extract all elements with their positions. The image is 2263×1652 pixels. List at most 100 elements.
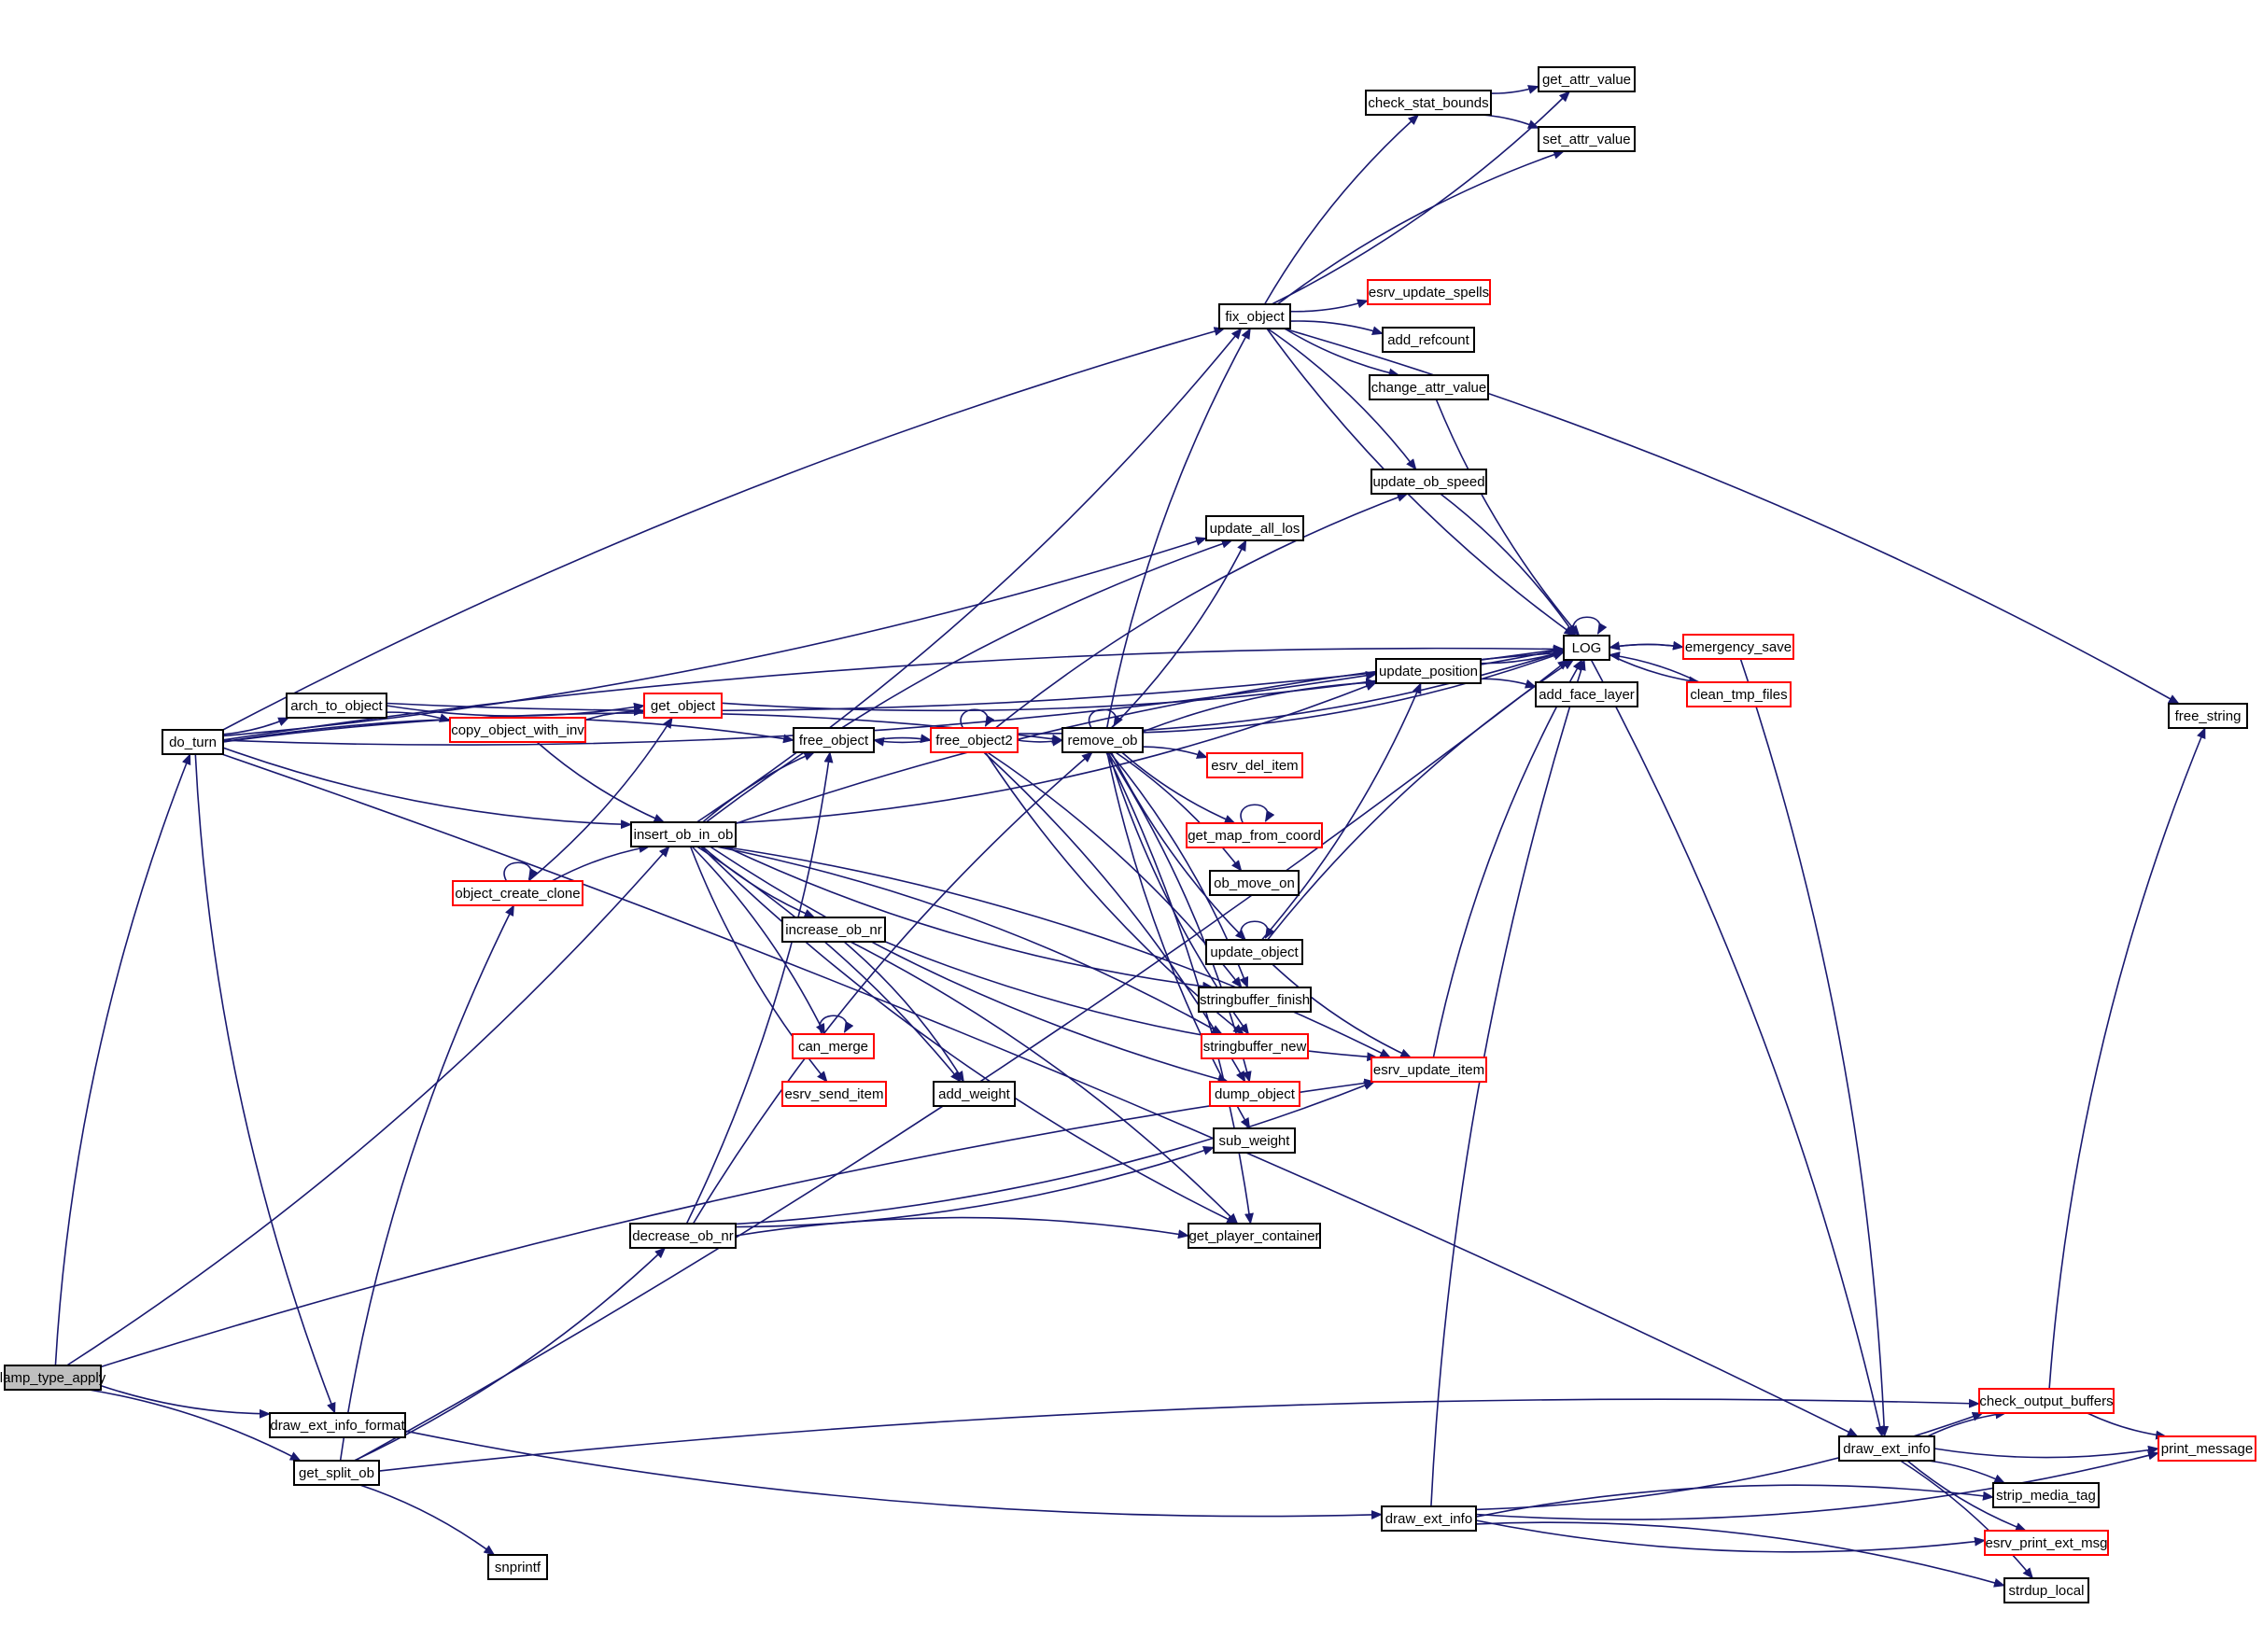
node-get-attr-value[interactable]: get_attr_value: [1538, 66, 1636, 92]
node-esrv-update-spells[interactable]: esrv_update_spells: [1367, 279, 1491, 305]
node-box[interactable]: [643, 693, 723, 719]
node-check-stat-bounds[interactable]: check_stat_bounds: [1365, 90, 1492, 116]
node-fix-object[interactable]: fix_object: [1218, 303, 1291, 329]
node-box[interactable]: [1992, 1482, 2100, 1508]
node-box[interactable]: [162, 729, 224, 755]
node-box[interactable]: [1213, 1127, 1296, 1154]
node-box[interactable]: [933, 1081, 1016, 1107]
node-box[interactable]: [2158, 1435, 2256, 1462]
node-draw-ext-info-lower[interactable]: draw_ext_info: [1381, 1505, 1477, 1532]
node-box[interactable]: [1209, 870, 1300, 896]
node-box[interactable]: [286, 693, 387, 719]
node-box[interactable]: [1188, 1223, 1321, 1249]
node-update-all-los[interactable]: update_all_los: [1205, 515, 1304, 541]
node-get-player-container[interactable]: get_player_container: [1188, 1223, 1321, 1249]
node-box[interactable]: [793, 727, 875, 753]
node-box[interactable]: [1686, 681, 1792, 707]
node-esrv-del-item[interactable]: esrv_del_item: [1206, 752, 1303, 778]
node-box[interactable]: [1538, 126, 1636, 152]
node-box[interactable]: [1206, 752, 1303, 778]
node-copy-object-with-inv[interactable]: copy_object_with_inv: [449, 717, 586, 743]
node-increase-ob-nr[interactable]: increase_ob_nr: [781, 917, 886, 943]
node-box[interactable]: [1198, 987, 1312, 1013]
node-sub-weight[interactable]: sub_weight: [1213, 1127, 1296, 1154]
node-box[interactable]: [1061, 727, 1144, 753]
node-box[interactable]: [1381, 1505, 1477, 1532]
node-box[interactable]: [1186, 822, 1323, 848]
node-do-turn[interactable]: do_turn: [162, 729, 224, 755]
node-lamp-type-apply[interactable]: lamp_type_apply: [0, 1365, 106, 1391]
node-strdup-local[interactable]: strdup_local: [2003, 1577, 2089, 1603]
node-box[interactable]: [792, 1033, 875, 1059]
node-update-object[interactable]: update_object: [1205, 939, 1303, 965]
node-box[interactable]: [1382, 327, 1475, 353]
node-box[interactable]: [781, 1081, 887, 1107]
node-box[interactable]: [1538, 66, 1636, 92]
node-emergency-save[interactable]: emergency_save: [1682, 634, 1794, 660]
node-can-merge[interactable]: can_merge: [792, 1033, 875, 1059]
node-box[interactable]: [1682, 634, 1794, 660]
node-add-face-layer[interactable]: add_face_layer: [1535, 681, 1638, 707]
node-box[interactable]: [1984, 1530, 2109, 1556]
node-ob-move-on[interactable]: ob_move_on: [1209, 870, 1300, 896]
node-object-create-clone[interactable]: object_create_clone: [452, 880, 583, 906]
node-draw-ext-info-upper[interactable]: draw_ext_info: [1838, 1435, 1935, 1462]
node-box[interactable]: [269, 1412, 406, 1438]
node-dump-object[interactable]: dump_object: [1209, 1081, 1300, 1107]
node-free-object2[interactable]: free_object2: [930, 727, 1019, 753]
node-box[interactable]: [452, 880, 583, 906]
node-box[interactable]: [1205, 515, 1304, 541]
node-box[interactable]: [781, 917, 886, 943]
node-get-split-ob[interactable]: get_split_ob: [293, 1460, 380, 1486]
node-LOG[interactable]: LOG: [1563, 635, 1610, 661]
node-box[interactable]: [487, 1554, 548, 1580]
node-get-map-from-coord[interactable]: get_map_from_coord: [1186, 822, 1323, 848]
node-box[interactable]: [1535, 681, 1638, 707]
node-decrease-ob-nr[interactable]: decrease_ob_nr: [629, 1223, 737, 1249]
node-strip-media-tag[interactable]: strip_media_tag: [1992, 1482, 2100, 1508]
node-draw-ext-info-format[interactable]: draw_ext_info_format: [269, 1412, 406, 1438]
node-insert-ob-in-ob[interactable]: insert_ob_in_ob: [630, 821, 737, 847]
node-box[interactable]: [2003, 1577, 2089, 1603]
node-set-attr-value[interactable]: set_attr_value: [1538, 126, 1636, 152]
node-box[interactable]: [1209, 1081, 1300, 1107]
node-box[interactable]: [1838, 1435, 1935, 1462]
node-stringbuffer-finish[interactable]: stringbuffer_finish: [1198, 987, 1312, 1013]
node-box[interactable]: [930, 727, 1019, 753]
node-esrv-update-item[interactable]: esrv_update_item: [1370, 1057, 1487, 1083]
node-check-output-buffers[interactable]: check_output_buffers: [1978, 1388, 2115, 1414]
node-box[interactable]: [1365, 90, 1492, 116]
node-remove-ob[interactable]: remove_ob: [1061, 727, 1144, 753]
node-add-weight[interactable]: add_weight: [933, 1081, 1016, 1107]
node-free-string[interactable]: free_string: [2168, 703, 2248, 729]
node-free-object[interactable]: free_object: [793, 727, 875, 753]
node-box[interactable]: [1370, 469, 1487, 495]
node-box[interactable]: [1367, 279, 1491, 305]
node-box[interactable]: [1218, 303, 1291, 329]
node-snprintf[interactable]: snprintf: [487, 1554, 548, 1580]
node-box[interactable]: [1375, 658, 1482, 684]
node-print-message[interactable]: print_message: [2158, 1435, 2256, 1462]
node-box[interactable]: [4, 1365, 102, 1391]
node-box[interactable]: [629, 1223, 737, 1249]
node-update-position[interactable]: update_position: [1375, 658, 1482, 684]
node-box[interactable]: [630, 821, 737, 847]
node-box[interactable]: [1563, 635, 1610, 661]
node-box[interactable]: [1369, 374, 1489, 400]
node-get-object[interactable]: get_object: [643, 693, 723, 719]
node-esrv-send-item[interactable]: esrv_send_item: [781, 1081, 887, 1107]
node-box[interactable]: [1978, 1388, 2115, 1414]
node-stringbuffer-new[interactable]: stringbuffer_new: [1201, 1033, 1309, 1059]
node-add-refcount[interactable]: add_refcount: [1382, 327, 1475, 353]
node-update-ob-speed[interactable]: update_ob_speed: [1370, 469, 1487, 495]
node-box[interactable]: [1370, 1057, 1487, 1083]
node-box[interactable]: [449, 717, 586, 743]
node-esrv-print-ext-msg[interactable]: esrv_print_ext_msg: [1984, 1530, 2109, 1556]
node-change-attr-value[interactable]: change_attr_value: [1369, 374, 1489, 400]
node-box[interactable]: [1201, 1033, 1309, 1059]
node-arch-to-object[interactable]: arch_to_object: [286, 693, 387, 719]
node-box[interactable]: [2168, 703, 2248, 729]
node-box[interactable]: [1205, 939, 1303, 965]
node-clean-tmp-files[interactable]: clean_tmp_files: [1686, 681, 1792, 707]
node-box[interactable]: [293, 1460, 380, 1486]
